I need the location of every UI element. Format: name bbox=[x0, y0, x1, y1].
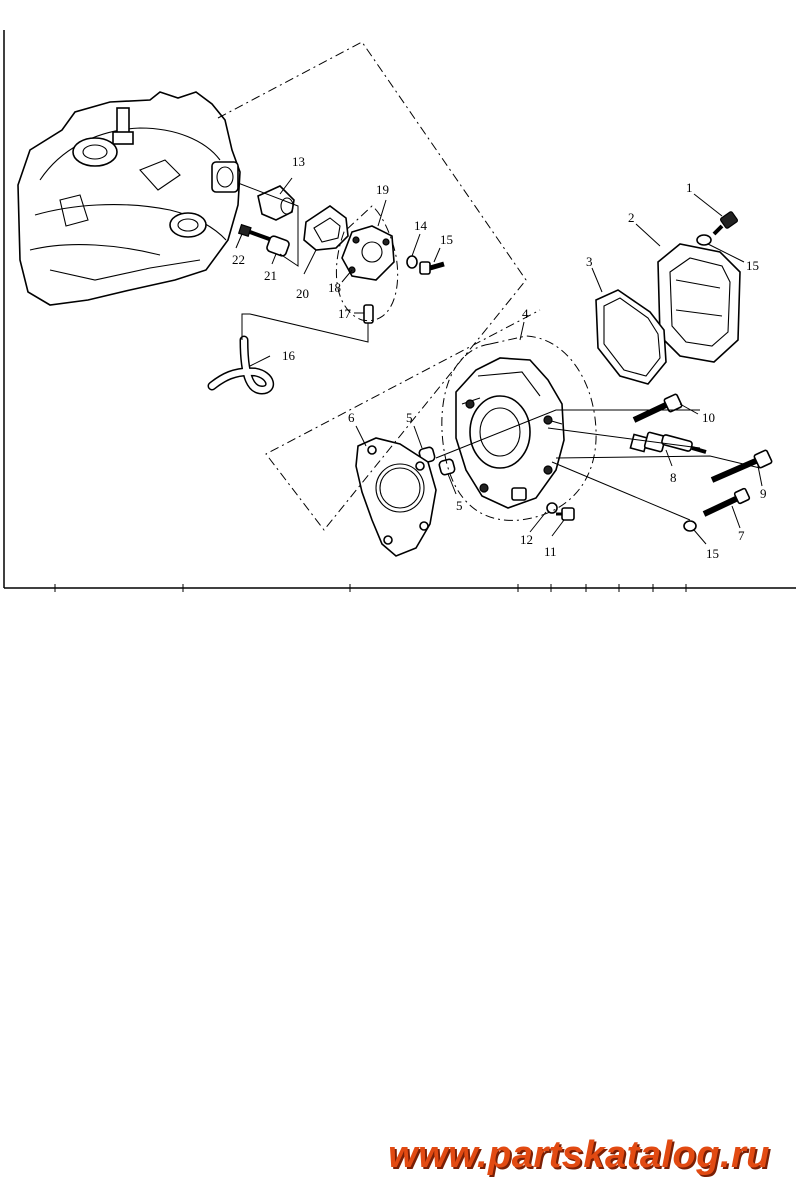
part-11-bolt bbox=[556, 507, 575, 521]
part-5-dowel-lower bbox=[438, 458, 456, 476]
part-18-housing bbox=[341, 225, 395, 281]
callout-22: 22 bbox=[232, 252, 245, 267]
part-15-washer-right bbox=[696, 234, 712, 246]
callout-13: 13 bbox=[292, 154, 305, 169]
callout-16: 16 bbox=[282, 348, 296, 363]
callout-21: 21 bbox=[264, 268, 277, 283]
watermark-link[interactable]: www.partskatalog.ru bbox=[388, 1134, 770, 1176]
callout-labels: 1 2 3 4 5 5 6 7 8 9 10 11 12 13 14 15 15… bbox=[232, 154, 767, 561]
part-1-bolt bbox=[712, 211, 738, 236]
part-13-adapter bbox=[257, 185, 295, 221]
part-9-long-bolt bbox=[710, 449, 773, 483]
callout-15-lower: 15 bbox=[706, 546, 719, 561]
callout-19: 19 bbox=[376, 182, 389, 197]
callout-15-upper: 15 bbox=[440, 232, 453, 247]
assembly-outline-lines bbox=[217, 41, 597, 531]
callout-12: 12 bbox=[520, 532, 533, 547]
part-16-hose bbox=[207, 335, 275, 395]
part-3-gasket bbox=[595, 289, 667, 385]
part-20-gasket bbox=[303, 205, 349, 251]
callout-8: 8 bbox=[670, 470, 677, 485]
part-22-bolt bbox=[237, 223, 273, 242]
engine-block-illustration bbox=[17, 91, 241, 306]
callout-10: 10 bbox=[702, 410, 715, 425]
part-12-washer bbox=[546, 502, 558, 514]
callout-18: 18 bbox=[328, 280, 341, 295]
callout-17: 17 bbox=[338, 306, 352, 321]
part-15-bolt-upper bbox=[419, 261, 445, 275]
callout-7: 7 bbox=[738, 528, 745, 543]
callout-5-upper: 5 bbox=[406, 410, 413, 425]
callout-9: 9 bbox=[760, 486, 767, 501]
part-6-head-gasket bbox=[355, 437, 437, 557]
leader-lines bbox=[235, 177, 763, 545]
exploded-parts-diagram: 1 2 3 4 5 5 6 7 8 9 10 11 12 13 14 15 15… bbox=[3, 30, 796, 592]
part-14-washer bbox=[406, 255, 418, 269]
part-4-cylinder-head bbox=[455, 357, 565, 509]
part-7-long-bolt bbox=[702, 487, 751, 517]
callout-11: 11 bbox=[544, 544, 557, 559]
callout-15-right: 15 bbox=[746, 258, 759, 273]
part-8-spark-plug bbox=[629, 431, 707, 454]
callout-6: 6 bbox=[348, 410, 355, 425]
callout-3: 3 bbox=[586, 254, 593, 269]
callout-1: 1 bbox=[686, 180, 693, 195]
part-15-washer-lower bbox=[683, 520, 697, 532]
callout-5-lower: 5 bbox=[456, 498, 463, 513]
part-10-bolt bbox=[632, 393, 683, 423]
frame-ticks bbox=[54, 584, 687, 592]
part-21-sleeve bbox=[266, 235, 290, 257]
callout-14: 14 bbox=[414, 218, 428, 233]
callout-2: 2 bbox=[628, 210, 635, 225]
part-2-cover bbox=[657, 243, 741, 363]
callout-20: 20 bbox=[296, 286, 309, 301]
callout-4: 4 bbox=[522, 306, 529, 321]
